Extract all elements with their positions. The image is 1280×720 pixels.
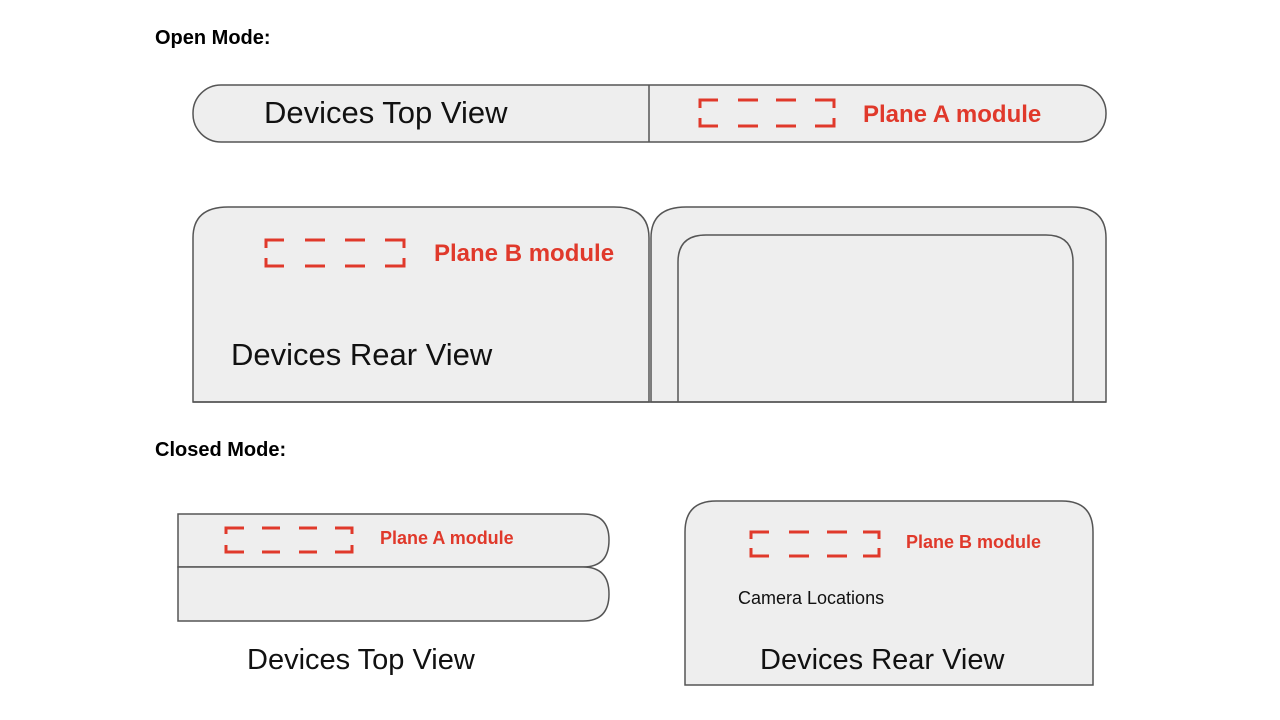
open-rear-view-caption: Devices Rear View: [231, 337, 493, 372]
closed-mode-heading: Closed Mode:: [155, 439, 287, 461]
open-mode-heading: Open Mode:: [155, 27, 271, 49]
closed-plane-b-label: Plane B module: [906, 532, 1042, 552]
open-plane-b-module-outline: [264, 238, 406, 268]
closed-top-view-device: [177, 513, 610, 622]
closed-plane-a-label: Plane A module: [380, 528, 514, 548]
open-top-view-device: [192, 84, 1107, 143]
open-plane-a-label: Plane A module: [863, 101, 1042, 128]
closed-plane-b-module-outline: [749, 530, 881, 558]
closed-plane-a-module-outline: [224, 526, 354, 554]
closed-rear-view-caption: Devices Rear View: [760, 644, 1005, 676]
open-plane-b-label: Plane B module: [434, 240, 615, 267]
open-rear-view-device: [192, 206, 1107, 403]
open-plane-a-module-outline: [698, 98, 836, 128]
open-top-view-caption: Devices Top View: [264, 95, 508, 130]
closed-top-view-caption: Devices Top View: [247, 644, 475, 676]
closed-rear-view-device: [684, 500, 1094, 686]
camera-locations-label: Camera Locations: [738, 588, 885, 608]
